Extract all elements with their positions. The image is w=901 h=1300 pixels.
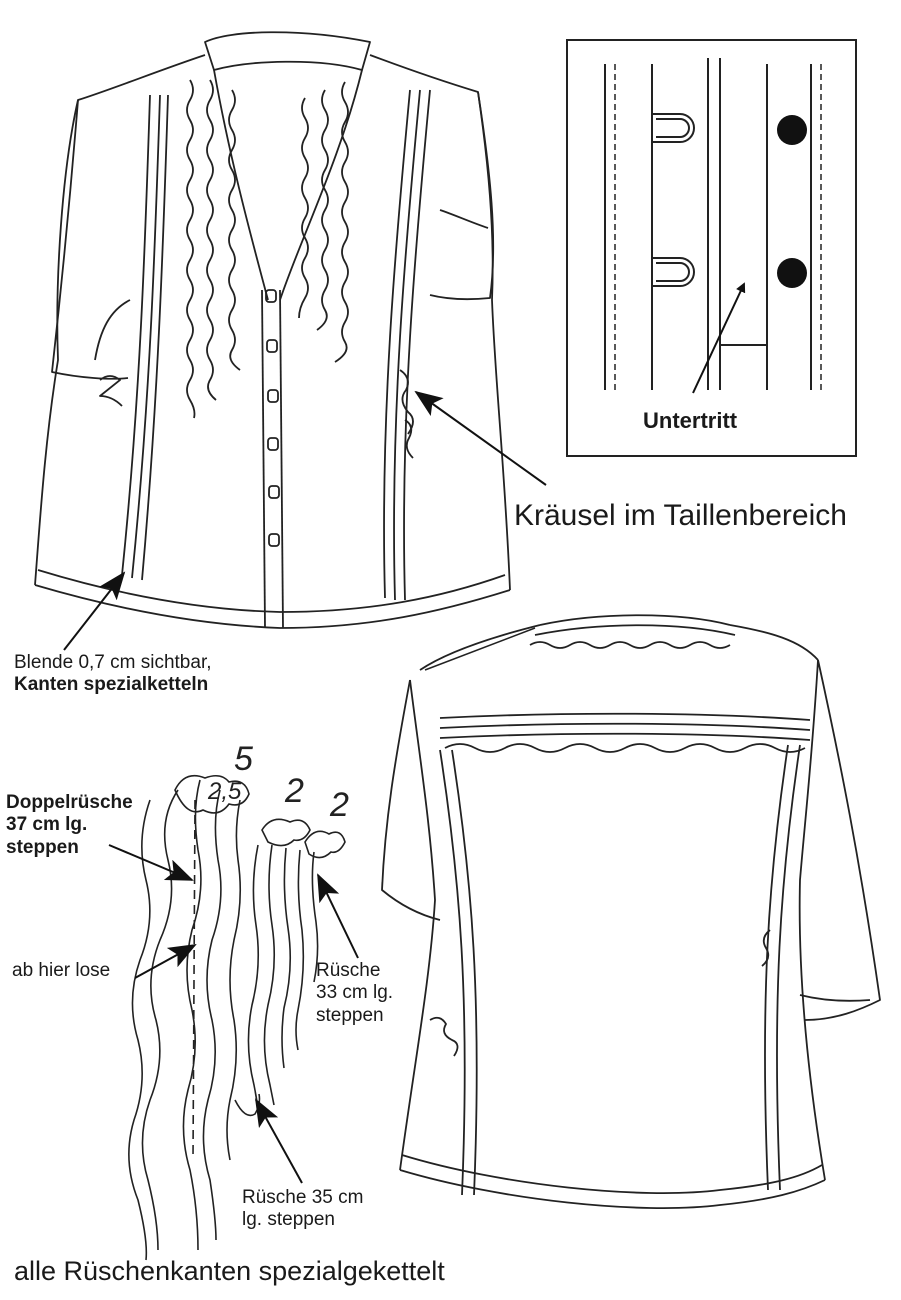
- label-doppel-line2: 37 cm lg.: [6, 814, 88, 836]
- label-ruesche33-line2: 33 cm lg.: [316, 982, 394, 1004]
- width-2-b: 2: [330, 786, 349, 824]
- arrow-blende: [63, 571, 126, 651]
- width-2-a: 2: [285, 772, 304, 810]
- label-ruesche35-line2: lg. steppen: [242, 1209, 335, 1231]
- label-ruesche-33: Rüsche 33 cm lg. steppen: [316, 960, 393, 1027]
- arrow-ruesche33: [317, 873, 359, 959]
- back-view-connector: [424, 627, 536, 671]
- ruffle-detail-drawing: [128, 774, 346, 1261]
- label-doppelruesche: Doppelrüsche 37 cm lg. steppen: [6, 792, 133, 859]
- label-doppel-line1: Doppelrüsche: [6, 792, 133, 813]
- arrow-ab-hier-lose: [134, 944, 197, 979]
- label-kraeusel: Kräusel im Taillenbereich: [514, 499, 847, 532]
- placket-detail-box: [566, 39, 857, 457]
- label-ruesche-35: Rüsche 35 cm lg. steppen: [242, 1187, 363, 1232]
- label-ruesche35-line1: Rüsche 35 cm: [242, 1187, 364, 1208]
- button-icon: [777, 115, 807, 145]
- front-blouse-drawing: [34, 31, 511, 629]
- buttonhole-icon: [652, 257, 695, 287]
- width-5: 5: [234, 740, 253, 778]
- width-2-5: 2,5: [208, 778, 242, 805]
- label-blende: Blende 0,7 cm sichtbar, Kanten spezialke…: [14, 652, 212, 697]
- label-ab-hier-lose: ab hier lose: [12, 960, 111, 981]
- arrow-kraeusel: [414, 390, 547, 486]
- label-ruesche33-line1: Rüsche: [316, 960, 381, 981]
- arrow-doppelruesche: [108, 844, 194, 881]
- label-doppel-line3: steppen: [6, 836, 79, 858]
- label-alle-kanten: alle Rüschenkanten spezialgekettelt: [14, 1256, 445, 1286]
- label-untertritt: Untertritt: [643, 408, 738, 433]
- label-blende-line2: Kanten spezialketteln: [14, 674, 209, 696]
- annotation-arrows: [63, 390, 547, 1184]
- label-blende-line1: Blende 0,7 cm sichtbar,: [14, 652, 212, 673]
- button-icon: [777, 258, 807, 288]
- buttonhole-icon: [652, 113, 695, 143]
- arrow-ruesche35: [255, 1098, 303, 1184]
- label-ruesche33-line3: steppen: [316, 1004, 384, 1026]
- back-blouse-drawing: [381, 614, 881, 1209]
